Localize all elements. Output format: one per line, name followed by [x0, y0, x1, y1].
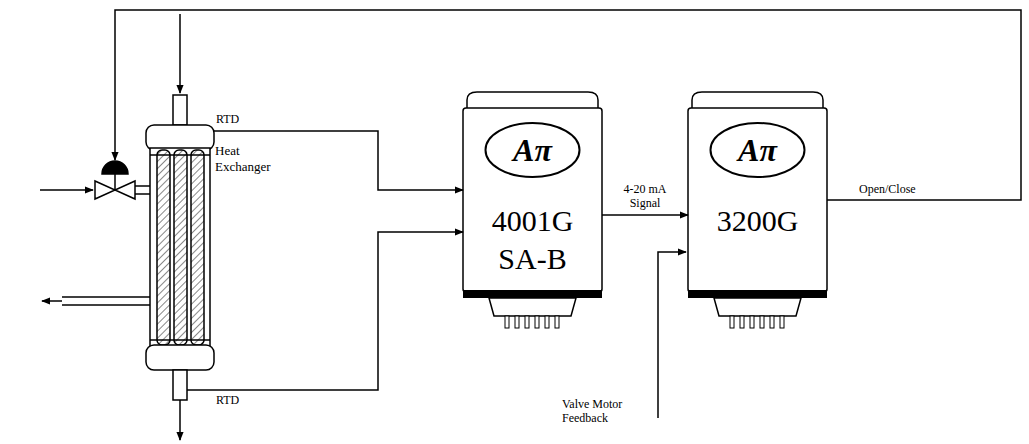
signal-wire: [285, 131, 463, 190]
relay-module-housing: [688, 92, 827, 328]
signal-wire: [285, 232, 463, 390]
heat-exchanger-drawing: [40, 14, 285, 440]
signal-label: Valve Motor Feedback: [560, 398, 656, 426]
logo-badge: Aπ: [483, 120, 582, 180]
relay-module-housing: [463, 92, 602, 328]
wire-label: Open/Close: [857, 183, 918, 197]
feedback-wire: [658, 252, 686, 418]
node-label: Heat Exchanger: [215, 143, 283, 174]
model-number: 3200G: [694, 202, 821, 240]
heat-exchanger: Heat Exchanger: [140, 95, 285, 405]
sensor-label: RTD: [214, 113, 241, 127]
logo-text: Aπ: [708, 120, 807, 180]
sensor-label: RTD: [214, 394, 241, 408]
relay-module: Aπ 3200G: [688, 92, 827, 332]
signal-wire: [115, 10, 1021, 200]
model-number: 4001G SA-B: [469, 202, 596, 277]
module-housings: [463, 92, 827, 328]
logo-text: Aπ: [483, 120, 582, 180]
relay-module: Aπ 4001G SA-B: [463, 92, 602, 332]
wire-label: 4-20 mA Signal: [614, 183, 676, 211]
logo-badge: Aπ: [708, 120, 807, 180]
signal-wire: [602, 214, 688, 216]
